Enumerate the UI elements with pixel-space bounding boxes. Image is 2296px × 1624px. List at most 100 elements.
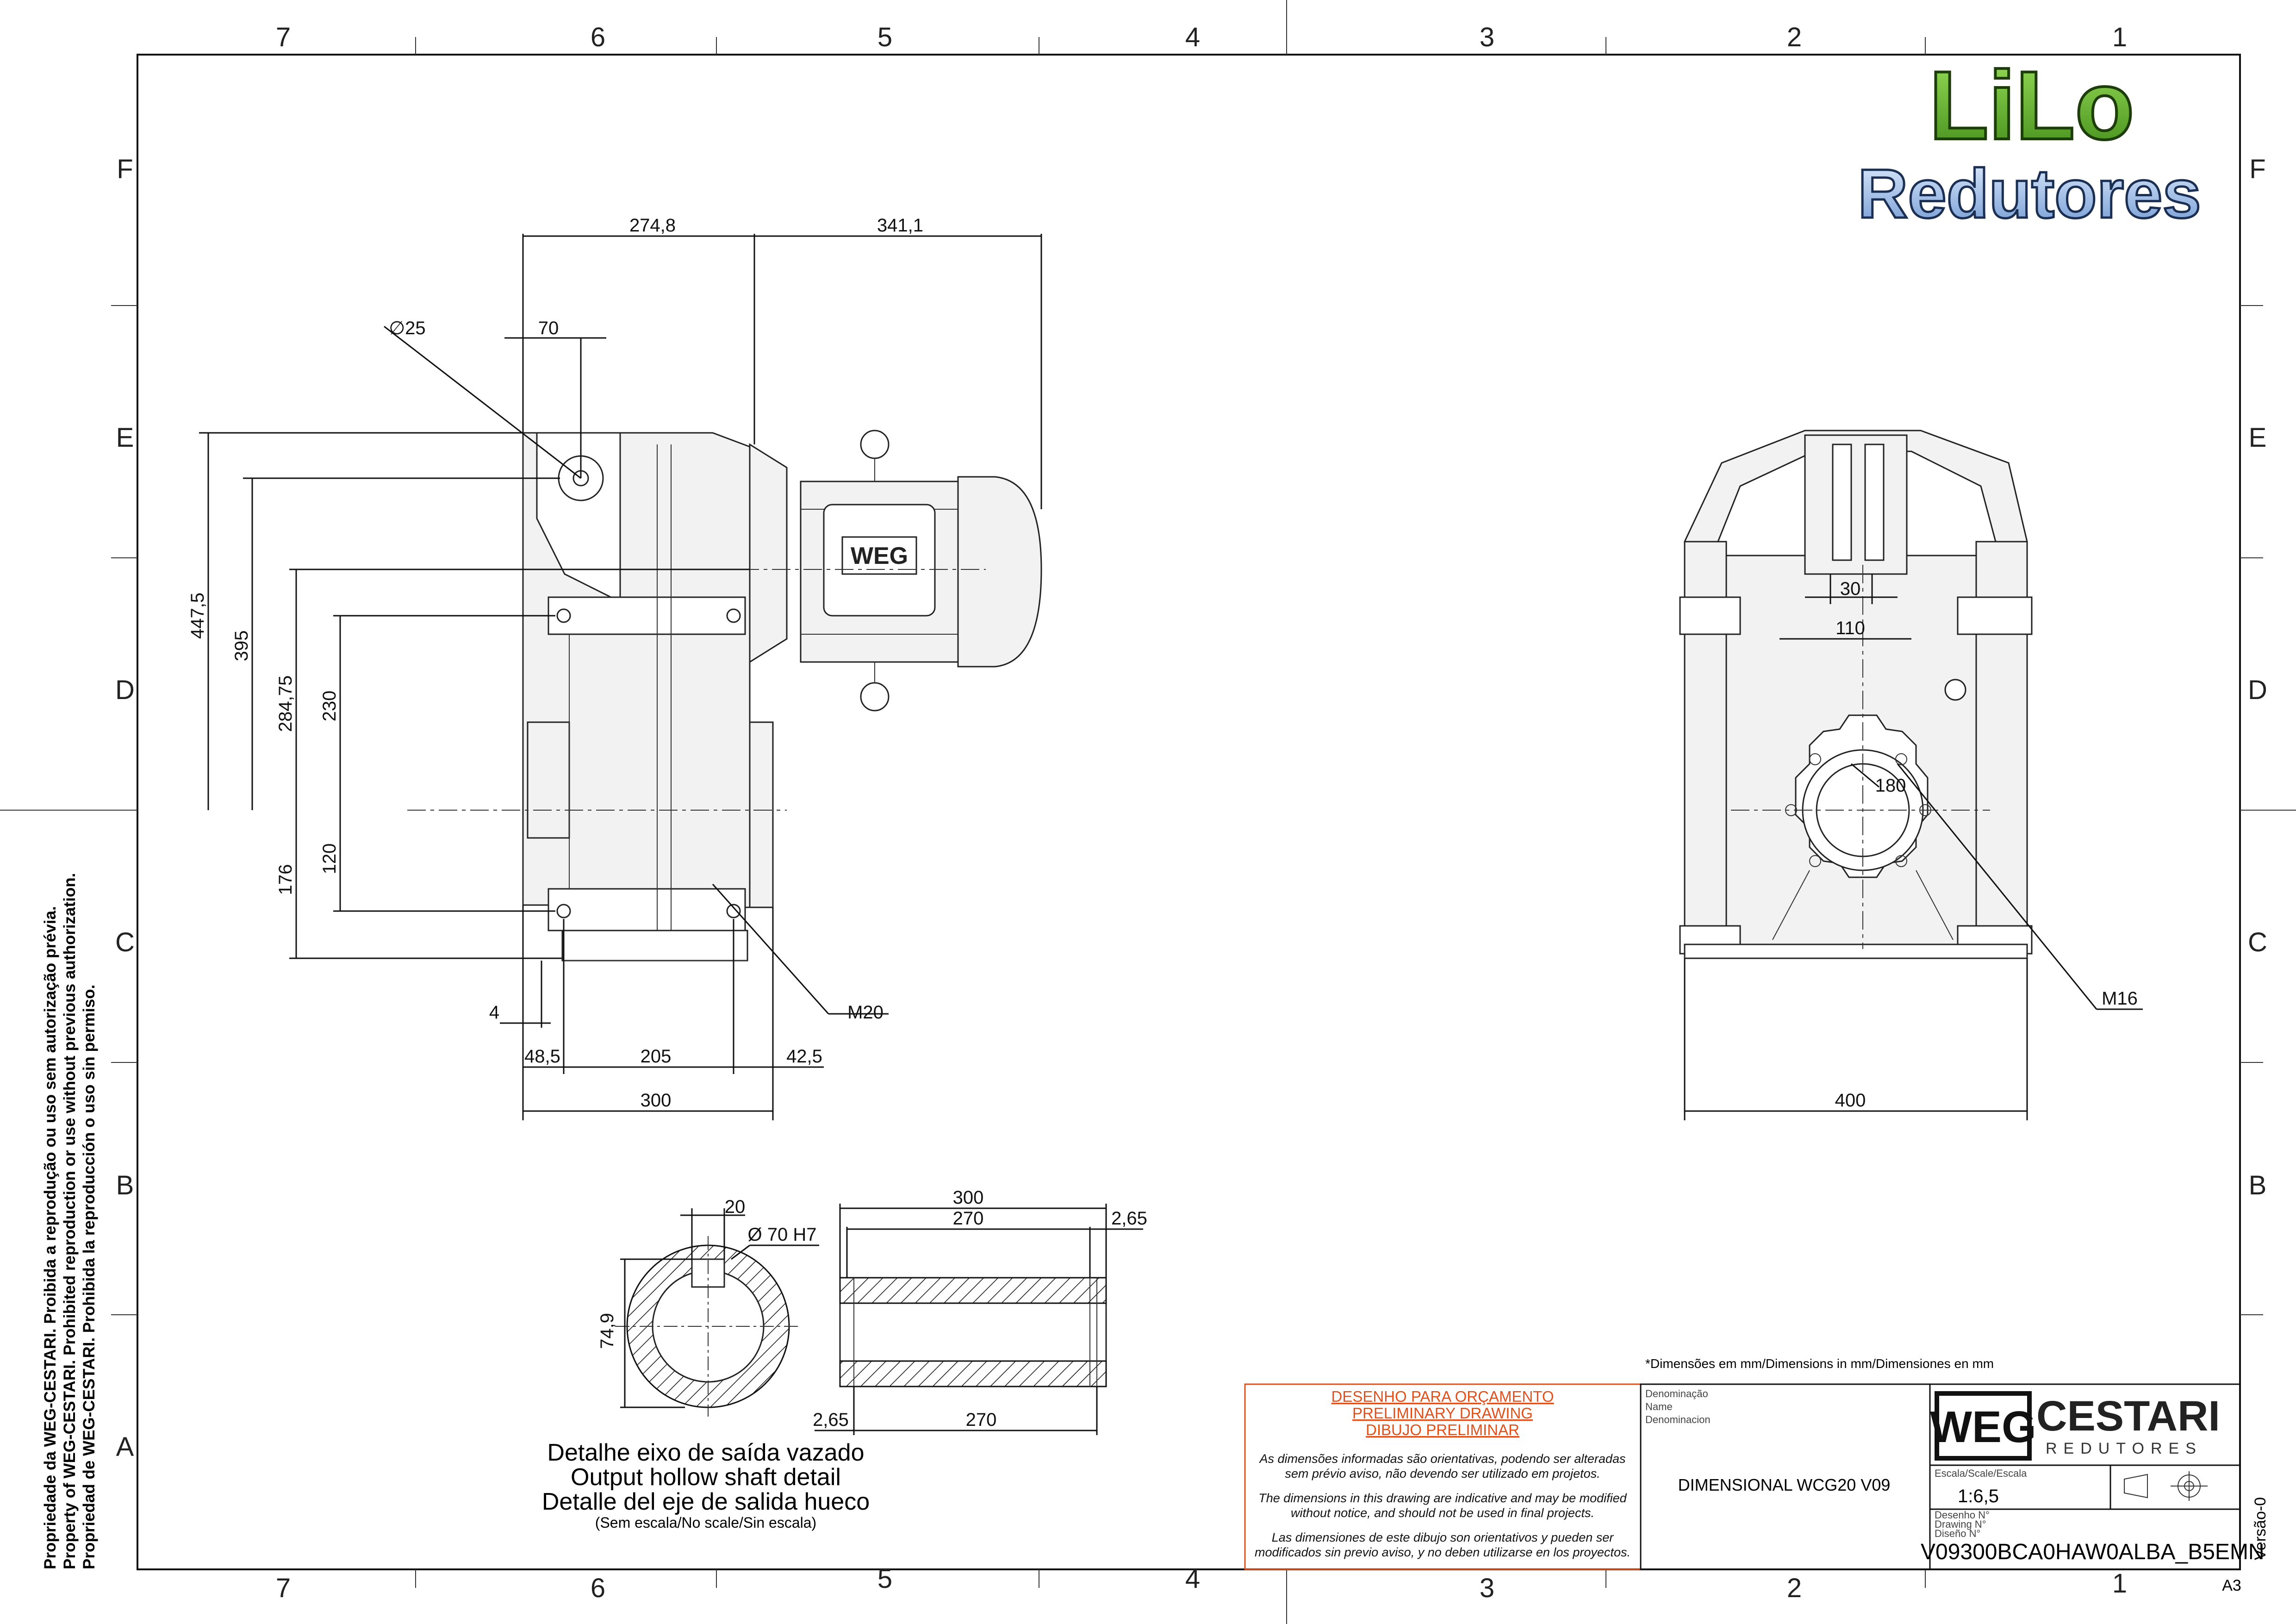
dim-180: 180 [1875,775,1906,796]
disclaimer-line3: DIBUJO PRELIMINAR [1366,1421,1519,1438]
projection-symbol-icon [2124,1471,2208,1501]
shaft-long-bottom-wall [839,1360,1107,1387]
gearbox-front-plate [527,721,570,839]
grid-row-left-F: F [117,154,133,184]
grid-row-right-B: B [2249,1170,2267,1200]
weg-logo-box [1935,1391,2032,1461]
dim-shaft-270: 270 [953,1208,984,1229]
dim-274-8: 274,8 [629,215,676,236]
disclaimer-es-1: Las dimensiones de este dibujo son orien… [1272,1530,1614,1544]
dim-shaft-2-65-bottom: 2,65 [813,1410,849,1430]
shaft-long-top-wall [839,1277,1107,1304]
dim-bore-70: Ø 70 H7 [748,1224,817,1245]
dim-shaft-300: 300 [953,1187,984,1208]
dim-m16: M16 [2102,988,2138,1009]
weg-plate-text: WEG [851,543,908,569]
grid-row-left-C: C [115,927,135,957]
grid-col-bottom-7: 7 [276,1573,291,1603]
grid-row-right-F: F [2249,154,2265,184]
top-lifting-eye [860,430,890,459]
dim-400: 400 [1835,1090,1866,1111]
bottom-lifting-eye [860,682,890,712]
front-dimension-lines [1684,574,2143,1120]
left-dimension-lines [199,432,750,959]
gearbox-bottom-strap [548,888,746,931]
scale-value: 1:6,5 [1958,1486,1999,1506]
logo-lilo-text: LiLo [1929,51,2134,160]
grid-col-bottom-1: 1 [2112,1568,2127,1599]
shaft-dim-lines [620,1208,819,1408]
shaft-title-en: Output hollow shaft detail [571,1464,841,1491]
disclaimer-pt-1: As dimensões informadas são orientativas… [1259,1452,1626,1466]
hollow-shaft-detail: 20 Ø 70 H7 74,9 300 270 2,65 2,65 270 [542,1187,1147,1531]
dim-300-side: 300 [641,1090,672,1111]
notice-en: Property of WEG-CESTARI. Prohibited repr… [61,873,79,1569]
dim-m20: M20 [847,1002,884,1023]
weg-plate [841,536,917,575]
front-bottom-base [1684,943,2028,959]
drawing-number: V09300BCA0HAW0ALBA_B5EMN [1921,1540,2265,1564]
grid-col-top-7: 7 [276,22,291,52]
grid-col-top-6: 6 [591,22,605,52]
dim-120: 120 [319,843,340,874]
gearbox-middle-strap [548,596,746,635]
motor-flange [749,443,788,663]
disclaimer-line1: DESENHO PARA ORÇAMENTO [1331,1388,1554,1405]
sheet-format: A3 [2222,1577,2241,1594]
denom-label-es: Denominacion [1645,1414,1711,1425]
grid-row-left-D: D [115,675,135,705]
scale-label: Escala/Scale/Escala [1935,1468,2027,1479]
grid-row-left-B: B [116,1170,134,1200]
dim-48-5: 48,5 [524,1046,560,1067]
grid-col-bottom-5: 5 [877,1564,892,1594]
grid-col-top-5: 5 [877,22,892,52]
dim-shaft-2-65-right: 2,65 [1111,1208,1147,1229]
disclaimer-es-2: modificados sin previo aviso, y no deben… [1255,1545,1630,1559]
dim-110: 110 [1836,618,1865,638]
dim-230: 230 [319,691,340,722]
logo-redutores-text: Redutores [1858,155,2201,232]
top-dimension-lines [384,234,1042,509]
denom-label-en: Name [1645,1401,1673,1412]
grid-col-bottom-6: 6 [591,1573,605,1603]
grid-col-top-1: 1 [2112,22,2127,52]
dim-74-9: 74,9 [597,1313,617,1349]
dim-4: 4 [489,1002,499,1023]
denom-label-pt: Denominação [1645,1388,1708,1399]
shaft-long-dim-lines [815,1204,1143,1435]
title-block: Denominação Name Denominacion DIMENSIONA… [1640,1383,2269,1570]
motor-fan-cover [957,476,1042,668]
front-view: 30 110 180 M16 400 [1679,430,2143,1120]
dim-176: 176 [275,864,296,895]
grid-row-right-E: E [2249,423,2267,453]
drawing-name: DIMENSIONAL WCG20 V09 [1678,1475,1891,1494]
notice-pt: Propriedade da WEG-CESTARI. Proibida a r… [41,906,59,1569]
grid-col-top-3: 3 [1480,22,1494,52]
shaft-scale-note: (Sem escala/No scale/Sin escala) [595,1514,816,1531]
notice-es: Propriedad de WEG-CESTARI. Prohibida la … [80,985,98,1569]
sheet-border [137,54,2241,1570]
dim-395: 395 [231,631,252,662]
dim-284-75: 284,75 [275,675,296,732]
dim-70: 70 [538,318,559,338]
right-lower-block [749,721,774,908]
grid-col-top-4: 4 [1185,22,1200,52]
grid-row-right-C: C [2248,927,2267,957]
grid-row-left-E: E [116,423,134,453]
dim-447-5: 447,5 [187,593,208,639]
preliminary-disclaimer: DESENHO PARA ORÇAMENTO PRELIMINARY DRAWI… [1244,1383,1642,1570]
dim-42-5: 42,5 [786,1046,822,1067]
dim-341-1: 341,1 [877,215,923,236]
drawing-no-label-en: Drawing N° [1935,1518,1986,1530]
bottom-dimension-lines [500,884,889,1120]
redutores-logo-text: REDUTORES [2046,1440,2203,1457]
grid-col-top-2: 2 [1787,22,1802,52]
front-top-lug [1804,434,1908,575]
drawing-no-label-es: Diseño N° [1935,1528,1980,1539]
dim-bore-25: ∅25 [389,318,425,338]
grid-col-bottom-2: 2 [1787,1573,1802,1603]
property-notice: Propriedade da WEG-CESTARI. Proibida a r… [41,873,98,1569]
grid-row-right-D: D [2248,675,2267,705]
dim-key-20: 20 [725,1197,746,1217]
